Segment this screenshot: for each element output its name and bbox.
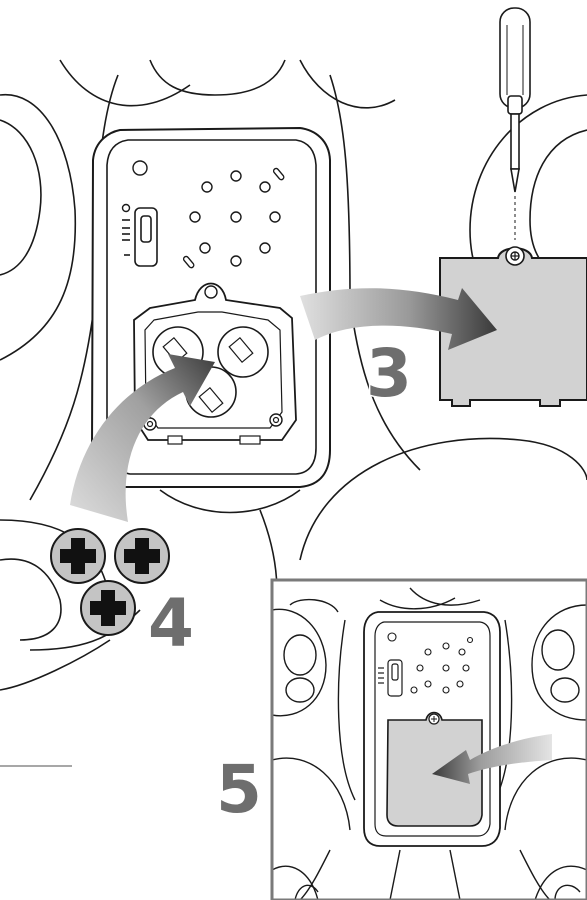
arrow-remove-cover [300, 288, 497, 350]
step-number-3: 3 [366, 335, 412, 412]
inset-back-panel [363, 611, 501, 847]
inset-power-switch [378, 659, 403, 697]
battery-plus-icon [114, 528, 170, 584]
inset-battery-cover [386, 711, 483, 827]
power-switch [122, 207, 158, 267]
screwdriver-icon [499, 7, 531, 240]
battery-compartment [133, 282, 297, 445]
battery-plus-icon [50, 528, 106, 584]
inset-body-outline [272, 587, 587, 900]
arrow-insert-batteries [70, 354, 215, 522]
speaker-grille [121, 160, 285, 269]
battery-cover [439, 246, 587, 407]
step-number-5: 5 [216, 751, 262, 828]
inset-speaker-grille [387, 632, 474, 694]
arrow-attach-cover [432, 734, 552, 784]
battery-plus-icon [80, 580, 136, 636]
inset-frame [270, 578, 587, 900]
step-5-inset [270, 578, 587, 900]
step-number-4: 4 [148, 585, 194, 662]
